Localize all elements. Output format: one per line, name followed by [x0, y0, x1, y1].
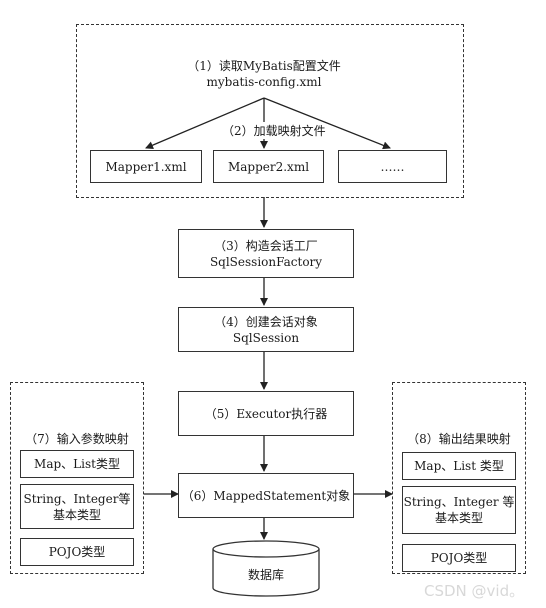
input-pojo-label: POJO类型 — [48, 545, 106, 559]
input-mapping-title: （7）输入参数映射 — [25, 432, 129, 446]
config-loading-group — [76, 24, 464, 198]
read-config-title-line1: （1）读取MyBatis配置文件 — [187, 59, 341, 73]
sql-session-line2: SqlSession — [232, 330, 300, 345]
mapper2-box: Mapper2.xml — [213, 150, 324, 183]
input-basic-types-line1: String、Integer等 — [23, 491, 131, 506]
executor-label: （5）Executor执行器 — [204, 406, 328, 421]
output-basic-types-line1: String、Integer 等 — [403, 495, 515, 509]
output-mapping-group — [392, 382, 526, 574]
mapper1-label: Mapper1.xml — [105, 159, 187, 174]
output-map-list-label: Map、List 类型 — [414, 459, 504, 473]
mapped-statement-label: （6）MappedStatement对象 — [181, 488, 351, 503]
output-basic-types-line2: 基本类型 — [434, 511, 483, 525]
output-map-list-box: Map、List 类型 — [402, 452, 516, 480]
read-config-title-line2: mybatis-config.xml — [206, 75, 322, 89]
output-basic-types-box: String、Integer 等 基本类型 — [402, 486, 516, 534]
sql-session-box: （4）创建会话对象 SqlSession — [178, 307, 354, 352]
database-cylinder-icon — [212, 540, 320, 597]
read-config-title: （1）读取MyBatis配置文件 mybatis-config.xml — [180, 57, 348, 89]
input-pojo-box: POJO类型 — [20, 538, 134, 566]
mapper-more-box: …… — [338, 150, 447, 183]
output-mapping-title: （8）输出结果映射 — [407, 432, 511, 446]
csdn-watermark: CSDN @vid。 — [424, 582, 525, 600]
mapper2-label: Mapper2.xml — [227, 159, 310, 174]
session-factory-line2: SqlSessionFactory — [209, 254, 323, 269]
input-map-list-label: Map、List类型 — [34, 457, 120, 471]
mapper1-box: Mapper1.xml — [90, 150, 202, 183]
input-mapping-group — [10, 382, 144, 574]
executor-box: （5）Executor执行器 — [178, 391, 354, 436]
output-pojo-label: POJO类型 — [430, 551, 488, 565]
load-mapping-label: （2）加载映射文件 — [222, 122, 326, 139]
database-label: 数据库 — [247, 567, 284, 582]
input-basic-types-box: String、Integer等 基本类型 — [20, 484, 134, 529]
input-map-list-box: Map、List类型 — [20, 450, 134, 478]
input-basic-types-line2: 基本类型 — [52, 507, 101, 522]
output-pojo-box: POJO类型 — [402, 544, 516, 572]
mapped-statement-box: （6）MappedStatement对象 — [178, 473, 354, 518]
session-factory-line1: （3）构造会话工厂 — [214, 238, 318, 253]
mapper-more-label: …… — [380, 159, 405, 174]
session-factory-box: （3）构造会话工厂 SqlSessionFactory — [178, 229, 354, 278]
sql-session-line1: （4）创建会话对象 — [214, 314, 318, 329]
